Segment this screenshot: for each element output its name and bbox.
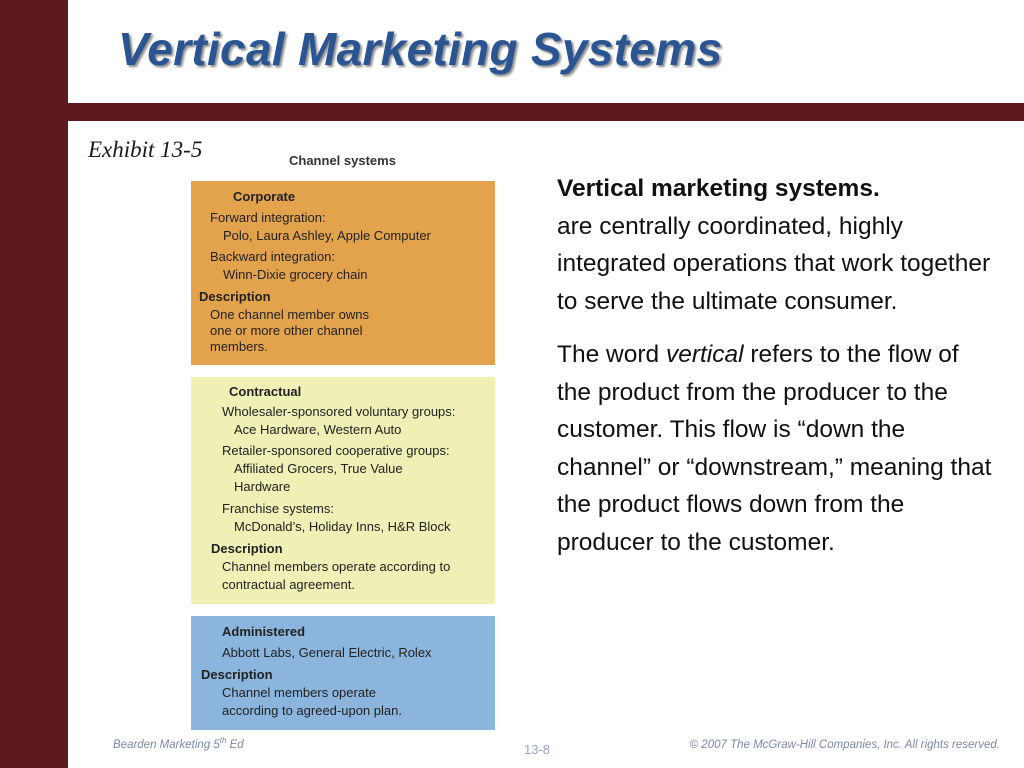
contractual-heading: Contractual	[229, 384, 302, 399]
corporate-heading: Corporate	[233, 189, 296, 204]
retailer-groups-examples: Hardware	[234, 479, 291, 494]
corporate-description-line: members.	[210, 339, 268, 354]
page-number: 13-8	[524, 742, 551, 757]
corporate-description-line: one or more other channel	[210, 323, 363, 338]
figure-title: Channel systems	[289, 153, 396, 168]
contractual-description-heading: Description	[211, 541, 283, 556]
forward-integration-examples: Polo, Laura Ashley, Apple Computer	[223, 228, 431, 243]
exhibit-label: Exhibit 13-5	[88, 137, 203, 162]
contractual-description-line: Channel members operate according to	[222, 559, 451, 574]
corporate-description-heading: Description	[199, 289, 271, 304]
footer-edition-superscript: th	[219, 736, 227, 746]
para2-start: The word	[557, 341, 666, 368]
definition-text: are centrally coordinated, highly integr…	[557, 212, 991, 315]
backward-integration-label: Backward integration:	[210, 249, 336, 264]
title-underline-band	[68, 103, 1024, 121]
franchise-systems-examples: McDonald’s, Holiday Inns, H&R Block	[234, 519, 451, 534]
footer-book-title: Bearden Marketing 5th Ed	[113, 736, 244, 751]
footer-edition-suffix: Ed	[226, 739, 244, 751]
vertical-explanation-paragraph: The word vertical refers to the flow of …	[557, 336, 997, 561]
franchise-systems-label: Franchise systems:	[222, 501, 334, 516]
body-text: Vertical marketing systems. are centrall…	[557, 170, 997, 561]
retailer-groups-examples: Affiliated Grocers, True Value	[234, 461, 403, 476]
administered-description-line: according to agreed-upon plan.	[222, 703, 402, 718]
administered-description-line: Channel members operate	[222, 685, 376, 700]
left-accent-bar	[0, 0, 68, 768]
wholesaler-groups-examples: Ace Hardware, Western Auto	[234, 422, 402, 437]
para2-emphasis: vertical	[665, 341, 744, 368]
footer-book-title-text: Bearden Marketing 5	[113, 739, 220, 751]
definition-paragraph: Vertical marketing systems. are centrall…	[557, 170, 997, 320]
backward-integration-examples: Winn-Dixie grocery chain	[223, 267, 368, 282]
administered-description-heading: Description	[201, 667, 273, 682]
forward-integration-label: Forward integration:	[210, 210, 326, 225]
contractual-description-line: contractual agreement.	[222, 577, 355, 592]
corporate-box: Corporate Forward integration: Polo, Lau…	[191, 181, 495, 365]
corporate-description-line: One channel member owns	[210, 307, 369, 322]
defined-term: Vertical marketing systems.	[557, 175, 880, 202]
wholesaler-groups-label: Wholesaler-sponsored voluntary groups:	[222, 404, 456, 419]
contractual-box: Contractual Wholesaler-sponsored volunta…	[191, 377, 495, 604]
copyright-notice: © 2007 The McGraw-Hill Companies, Inc. A…	[689, 739, 1000, 751]
retailer-groups-label: Retailer-sponsored cooperative groups:	[222, 443, 450, 458]
para2-rest: refers to the flow of the product from t…	[557, 341, 992, 556]
administered-box: Administered Abbott Labs, General Electr…	[191, 616, 495, 730]
slide-title: Vertical Marketing Systems	[118, 23, 723, 75]
administered-examples: Abbott Labs, General Electric, Rolex	[222, 645, 432, 660]
administered-heading: Administered	[222, 624, 306, 639]
